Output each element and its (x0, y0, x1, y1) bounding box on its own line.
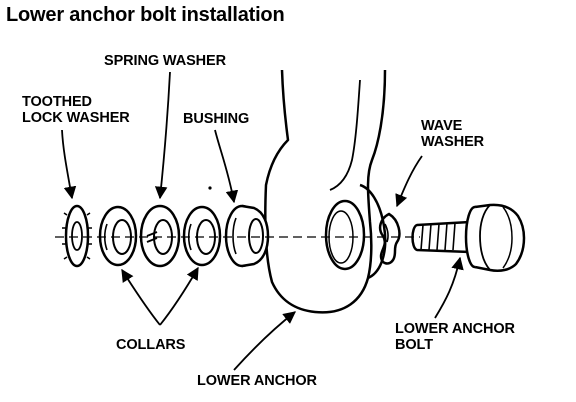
toothed-lock-washer (62, 204, 92, 268)
leader-arrows (61, 71, 464, 371)
spring-washer (139, 204, 181, 268)
lower-anchor-arm (264, 69, 387, 314)
speck (208, 186, 212, 190)
bushing (224, 204, 270, 268)
lower-anchor-bolt-label: LOWER ANCHOR BOLT (395, 321, 515, 353)
toothed-lock-washer-arrow (61, 129, 77, 200)
collars-arrow-left (121, 268, 161, 326)
wave-washer-label: WAVE WASHER (421, 118, 485, 150)
collar-left (98, 205, 138, 267)
wave-washer-arrow (395, 155, 423, 208)
bushing-label: BUSHING (183, 111, 250, 127)
bushing-arrow (214, 129, 239, 204)
collars-label: COLLARS (116, 337, 186, 353)
toothed-lock-washer-label: TOOTHED LOCK WASHER (22, 94, 130, 126)
spring-washer-label: SPRING WASHER (104, 53, 226, 69)
wave-washer (378, 212, 401, 265)
collar-right (182, 205, 222, 267)
spring-washer-arrow (154, 71, 171, 200)
lower-anchor-bolt (411, 203, 526, 272)
lower-anchor-label: LOWER ANCHOR (197, 373, 317, 389)
lower-anchor-arrow (233, 311, 296, 371)
lower-anchor-bolt-arrow (434, 256, 464, 319)
diagram-title: Lower anchor bolt installation (6, 4, 285, 26)
collars-arrow-right (159, 266, 199, 326)
